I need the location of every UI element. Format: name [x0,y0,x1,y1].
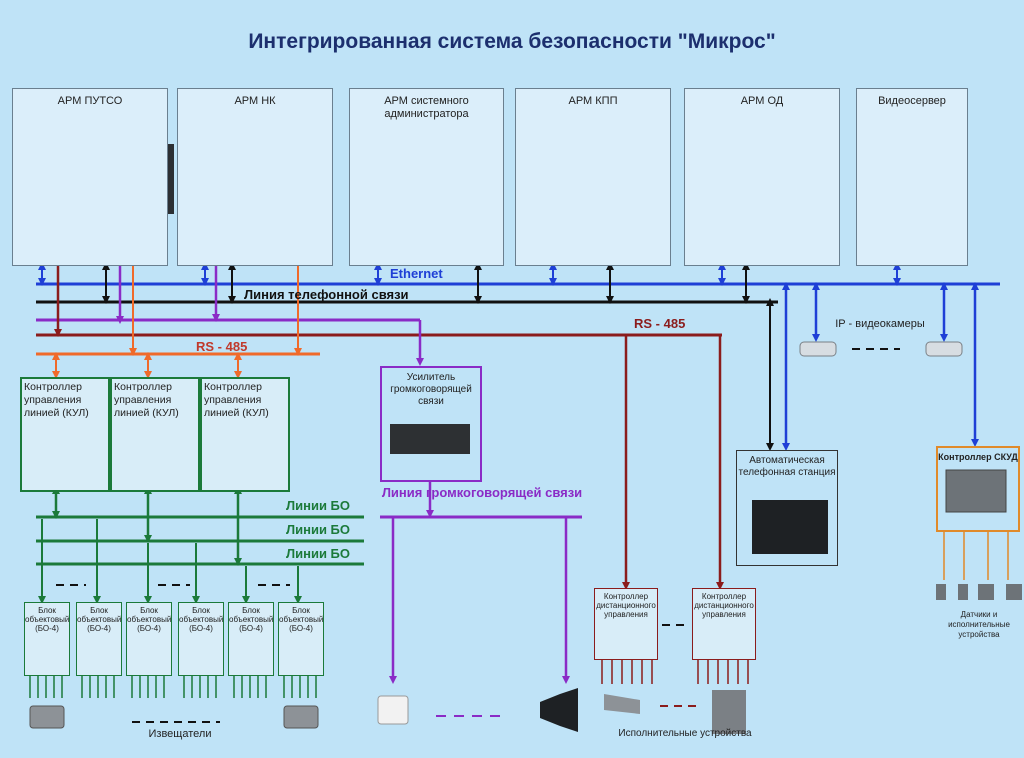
bo-block: Блок объектовый (БО-4) [126,602,172,676]
amplifier-label: Усилитель громкоговорящей связи [390,372,472,407]
workstation-arm-sysadmin: АРМ системного администратора [349,88,504,266]
bo-label: Блок объектовый (БО-4) [229,606,274,633]
bo-block: Блок объектовый (БО-4) [76,602,122,676]
loudspeaker-line-label: Линия громкоговорящей связи [381,485,583,500]
kul-label: Контроллер управления линией (КУЛ) [204,381,269,419]
workstation-label: АРМ системного администратора [384,95,469,120]
workstation-video-server: Видеосервер [856,88,968,266]
rs485-right-label: RS - 485 [634,316,686,331]
kul-controller: Контроллер управления линией (КУЛ) [200,377,290,492]
amplifier-device [390,424,470,454]
sensor-icons [936,584,1022,600]
workstation-arm-putso: АРМ ПУТСО [12,88,168,266]
workstation-label: АРМ НК [234,95,276,107]
workstation-arm-kpp: АРМ КПП [515,88,671,266]
ip-cameras-label: IP - видеокамеры [835,318,925,330]
sensors-label: Датчики и исполнительные устройства [948,610,1010,639]
workstation-arm-nk: АРМ НК [177,88,333,266]
bo-label: Блок объектовый (БО-4) [127,606,172,633]
skud-device [945,469,1007,513]
workstation-label: АРМ ОД [740,95,784,107]
bo-block: Блок объектовый (БО-4) [24,602,70,676]
bo-devices [27,635,319,667]
bo-block: Блок объектовый (БО-4) [278,602,324,676]
detector-icons [29,705,319,729]
detectors-label: Извещатели [148,728,212,740]
pbx-box: Автоматическая телефонная станция [736,450,838,566]
amplifier-box: Усилитель громкоговорящей связи [380,366,482,482]
workstation-label: Видеосервер [878,95,946,107]
skud-label: Контроллер СКУД [938,452,1018,462]
kul-controller: Контроллер управления линией (КУЛ) [110,377,200,492]
bo-label: Блок объектовый (БО-4) [77,606,122,633]
horn-speaker-icon [540,688,578,732]
kul-label: Контроллер управления линией (КУЛ) [24,381,89,419]
kdu-controller: Контроллер дистанционного управления [594,588,658,660]
workstation-arm-od: АРМ ОД [684,88,840,266]
floodlight-icon [604,694,640,714]
kdu-label: Контроллер дистанционного управления [596,592,656,619]
rs485-left-label: RS - 485 [196,339,248,354]
bo-label: Блок объектовый (БО-4) [179,606,224,633]
wall-speaker-icon [377,695,409,725]
bo-line-label: Линии БО [286,546,351,561]
bo-block: Блок объектовый (БО-4) [228,602,274,676]
bo-label: Блок объектовый (БО-4) [25,606,70,633]
workstation-label: АРМ КПП [568,95,618,107]
skud-box: Контроллер СКУД [936,446,1020,532]
phone-line-label: Линия телефонной связи [244,287,409,302]
kul-controller: Контроллер управления линией (КУЛ) [20,377,110,492]
kdu-label: Контроллер дистанционного управления [694,592,754,619]
lock-icon [712,690,746,734]
pbx-label: Автоматическая телефонная станция [738,455,836,478]
ethernet-label: Ethernet [390,266,443,281]
pbx-device [752,500,828,554]
bo-line-label: Линии БО [286,522,351,537]
ip-camera-icons [799,341,963,357]
bo-line-label: Линии БО [286,498,351,513]
bo-block: Блок объектовый (БО-4) [178,602,224,676]
actuators-label: Исполнительные устройства [618,728,752,739]
kdu-controller: Контроллер дистанционного управления [692,588,756,660]
page-title: Интегрированная система безопасности "Ми… [248,30,776,53]
kul-label: Контроллер управления линией (КУЛ) [114,381,179,419]
bo-label: Блок объектовый (БО-4) [279,606,324,633]
workstation-label: АРМ ПУТСО [57,95,123,107]
